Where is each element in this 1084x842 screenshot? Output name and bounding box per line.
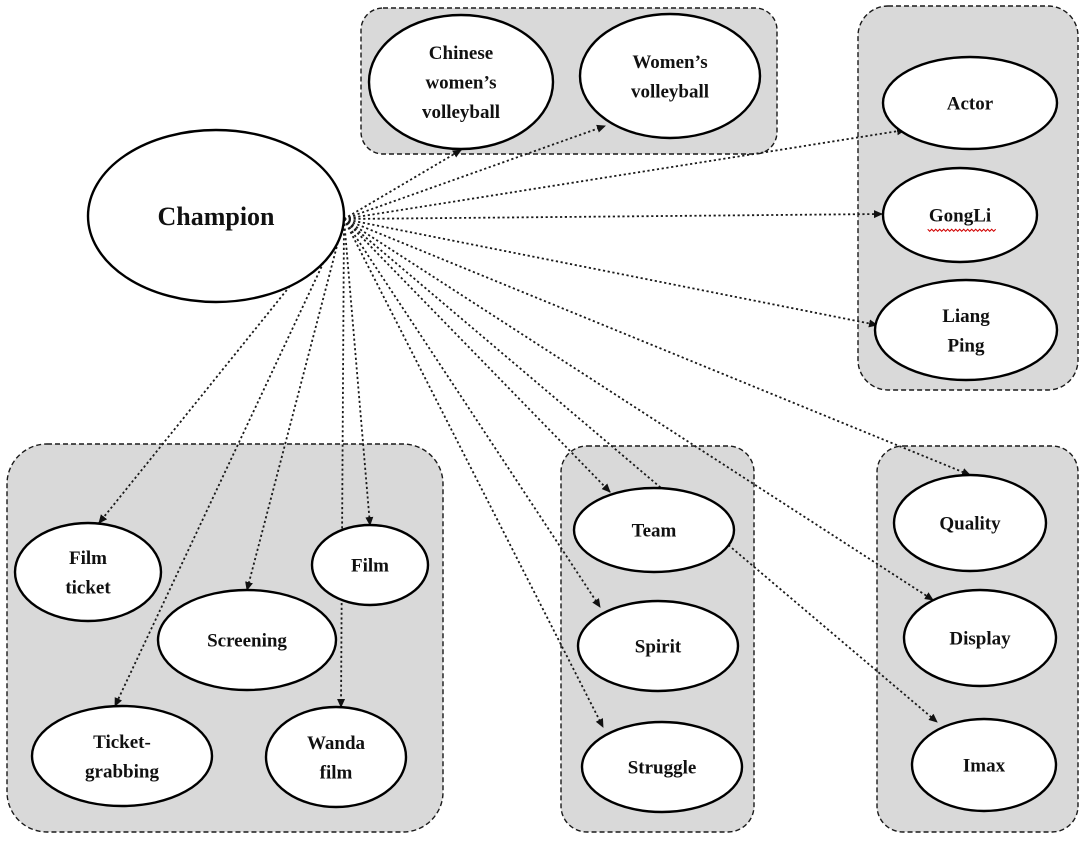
node-ellipse-actor [881,55,1059,151]
edge-champion-to-actor [343,127,906,220]
node-ellipse-liang-ping [873,278,1059,382]
node-label-chinese-womens-volleyball-line-1: Chinese [429,43,493,64]
node-ellipse-ticket-grabbing [30,704,214,808]
node-label-screening-line-1: Screening [207,631,287,652]
node-label-quality-line-1: Quality [939,514,1001,535]
node-ellipse-wanda-film [264,705,408,809]
edge-champion-to-gongli [343,210,883,220]
node-team: Team [572,486,736,574]
node-label-imax-line-1: Imax [963,756,1006,777]
node-label-gongli-line-1: GongLi [929,206,991,227]
node-ellipse-imax [910,717,1058,813]
edge-champion-to-spirit [343,218,601,608]
node-ellipse-center [86,128,346,304]
node-label-center-line-1: Champion [157,202,275,231]
node-film: Film [310,523,430,607]
node-ellipse-film [310,523,430,607]
edge-champion-to-quality [343,218,971,476]
node-label-womens-volleyball-line-1: Women’s [632,52,707,73]
edge-champion-to-ticket-grabbing [114,218,345,707]
node-label-film-ticket-line-2: ticket [65,577,111,598]
edge-champion-to-display [343,218,934,601]
node-ellipse-womens-volleyball [578,12,762,140]
edge-champion-to-film [343,218,374,526]
node-label-chinese-womens-volleyball-line-2: women’s [425,73,496,94]
node-display: Display [902,588,1058,688]
node-ellipse-struggle [580,720,744,814]
node-label-actor-line-1: Actor [947,94,994,115]
node-ticket-grabbing: Ticket-grabbing [30,704,214,808]
node-film-ticket: Film ticket [13,521,163,623]
edge-champion-to-chinese-womens-volleyball [343,149,462,220]
node-struggle: Struggle [580,720,744,814]
spellcheck-underline [927,228,997,232]
node-ellipse-spirit [576,599,740,693]
node-screening: Screening [156,588,338,692]
node-ellipse-team [572,486,736,574]
node-label-film-ticket-line-1: Film [69,548,107,569]
node-label-team-line-1: Team [632,521,677,542]
edge-champion-to-womens-volleyball [343,124,606,220]
node-label-ticket-grabbing-line-1: Ticket- [93,732,151,753]
edge-champion-to-screening [245,218,345,591]
node-chinese-womens-volleyball: Chinese women’s volleyball [367,13,555,151]
node-quality: Quality [892,473,1048,573]
node-ellipse-gongli [881,166,1039,264]
node-label-display-line-1: Display [949,629,1011,650]
node-ellipse-quality [892,473,1048,573]
node-label-wanda-film-line-2: film [320,762,353,783]
node-label-liang-ping-line-1: Liang [942,306,990,327]
node-ellipse-display [902,588,1058,688]
node-actor: Actor [881,55,1059,151]
edge-champion-to-liang-ping [343,218,878,328]
node-ellipse-chinese-womens-volleyball [367,13,555,151]
edge-champion-to-team [343,218,611,493]
node-label-ticket-grabbing-line-2: grabbing [85,761,159,782]
node-label-liang-ping-line-2: Ping [948,335,985,356]
node-label-spirit-line-1: Spirit [635,637,682,658]
node-label-struggle-line-1: Struggle [628,758,697,779]
node-label-film-line-1: Film [351,556,389,577]
node-label-chinese-womens-volleyball-line-3: volleyball [422,102,500,123]
node-ellipse-screening [156,588,338,692]
edge-champion-to-struggle [343,218,604,728]
node-imax: Imax [910,717,1058,813]
node-center: Champion [86,128,346,304]
node-label-wanda-film-line-1: Wanda [307,733,366,754]
node-womens-volleyball: Women’s volleyball [578,12,762,140]
node-gongli: GongLi [881,166,1039,264]
node-wanda-film: Wanda film [264,705,408,809]
node-spirit: Spirit [576,599,740,693]
node-label-womens-volleyball-line-2: volleyball [631,81,709,102]
node-ellipse-film-ticket [13,521,163,623]
